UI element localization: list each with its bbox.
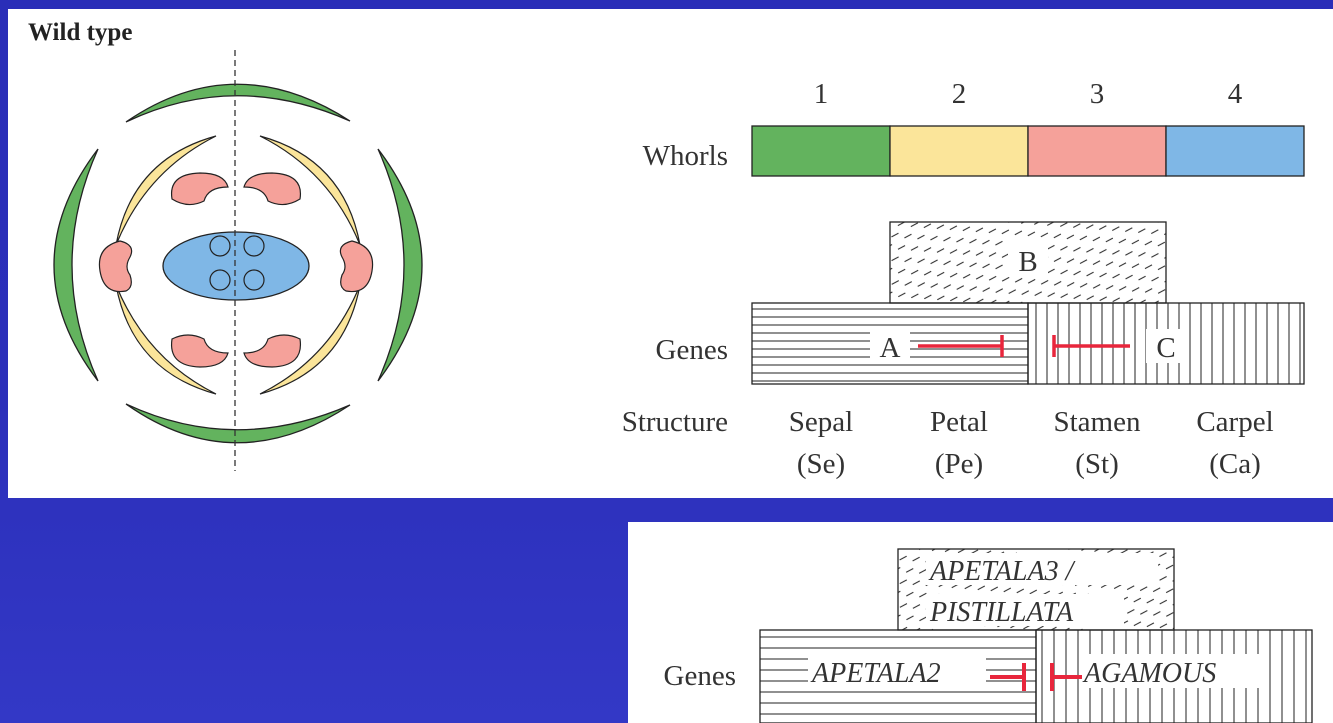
gene-names-svg: APETALA3 / PISTILLATA APETALA2 AGAMOUS G…: [664, 548, 1313, 723]
whorl-number-4: 4: [1228, 78, 1243, 110]
inhibition-agamous-to-apetala2: [1050, 663, 1082, 691]
whorl-number-3: 3: [1090, 78, 1105, 110]
structure-label: Structure: [622, 406, 728, 438]
inhibition-c-to-a: [1052, 335, 1130, 357]
genes-label-bottom: Genes: [664, 660, 736, 692]
gene-c-letter: C: [1156, 332, 1175, 364]
whorl-4-box: [1165, 125, 1305, 177]
inhibition-apetala2-to-agamous: [990, 663, 1026, 691]
structure-sepal-name: Sepal: [789, 406, 853, 438]
structure-stamen-name: Stamen: [1054, 406, 1141, 438]
stamen-top-right: [243, 172, 302, 206]
gene-a-letter: A: [880, 332, 901, 364]
stamen-bottom-left: [170, 334, 229, 368]
ovule-top-left: [209, 235, 231, 257]
gene-c-name: AGAMOUS: [1082, 658, 1216, 689]
genes-label: Genes: [656, 334, 728, 366]
inhibition-a-to-c: [918, 335, 1004, 357]
gene-b-name-line2: PISTILLATA: [929, 597, 1074, 628]
whorl-number-2: 2: [952, 78, 967, 110]
stamen-top-left: [170, 172, 229, 206]
petal-top-left: [115, 135, 217, 246]
wild-type-panel: Wild type: [8, 9, 1333, 498]
petal-top-right: [259, 135, 361, 246]
stamen-left: [98, 240, 133, 293]
sepal-left: [53, 148, 99, 382]
wild-type-svg: Wild type: [28, 19, 1305, 480]
whorl-3-box: [1027, 125, 1167, 177]
carpel-ellipse: [162, 231, 310, 301]
whorls-label: Whorls: [643, 140, 728, 172]
ovule-bottom-right: [243, 269, 265, 291]
structure-petal-name: Petal: [930, 406, 988, 438]
sepal-bottom: [125, 403, 351, 444]
structure-sepal-abbr: (Se): [797, 448, 845, 480]
ovule-bottom-left: [209, 269, 231, 291]
ovule-top-right: [243, 235, 265, 257]
structure-petal-abbr: (Pe): [935, 448, 983, 480]
structure-stamen-abbr: (St): [1075, 448, 1119, 480]
structure-carpel-name: Carpel: [1196, 406, 1273, 438]
gene-names-panel: APETALA3 / PISTILLATA APETALA2 AGAMOUS G…: [628, 522, 1333, 723]
stamen-right: [339, 240, 374, 293]
structure-carpel-abbr: (Ca): [1209, 448, 1261, 480]
floral-diagram: [53, 50, 423, 471]
title-wild-type: Wild type: [28, 19, 132, 46]
whorl-2-box: [889, 125, 1029, 177]
sepal-top: [125, 83, 351, 123]
gene-a-name: APETALA2: [810, 658, 941, 689]
gene-b-name-line1: APETALA3 /: [928, 556, 1076, 587]
whorl-number-1: 1: [814, 78, 829, 110]
petal-bottom-right: [259, 284, 361, 395]
petal-bottom-left: [115, 284, 217, 395]
stamen-bottom-right: [243, 334, 302, 368]
sepal-right: [377, 148, 423, 382]
whorl-1-box: [751, 125, 891, 177]
gene-b-letter: B: [1018, 246, 1037, 278]
